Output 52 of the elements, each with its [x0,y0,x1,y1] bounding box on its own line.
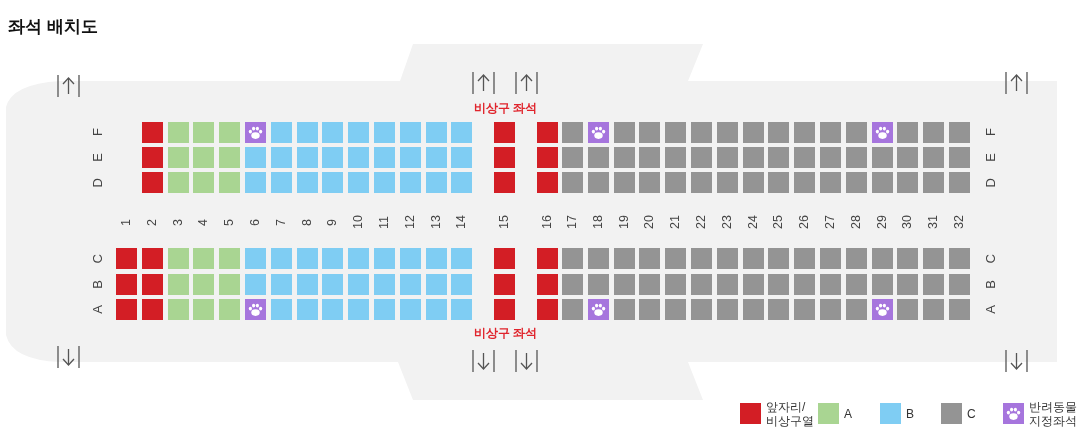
row-number: 4 [197,218,210,226]
row-number: 27 [824,215,837,229]
row-number: 28 [849,215,863,229]
row-number: 24 [746,215,760,229]
row-number: 8 [300,218,314,226]
row-number: 5 [223,218,236,226]
row-number: 2 [145,218,159,226]
row-number: 6 [249,218,262,226]
exit-row-label: 비상구 좌석 [473,326,537,341]
seat-letter: A [90,304,104,314]
row-number: 20 [643,215,656,229]
row-number: 9 [326,218,339,226]
row-number: 26 [798,215,811,229]
row-number: 31 [927,215,940,229]
row-number: 15 [498,215,511,229]
seat-letter: B [90,279,104,289]
row-number: 16 [541,215,554,229]
row-number: 1 [120,218,133,226]
row-number: 3 [171,218,185,226]
row-number: 12 [403,215,417,229]
row-number: 23 [720,215,734,229]
row-number: 21 [669,215,682,229]
seat-letter: C [90,253,104,263]
row-number: 17 [566,215,579,229]
seat-letter: E [90,152,104,162]
legend-label: A [844,406,852,421]
seat-letter: F [90,128,104,136]
seat-letter: C [983,253,997,263]
row-number: 18 [591,215,605,229]
seat-letter: B [983,279,997,289]
row-number: 14 [455,215,468,229]
title: 좌석 배치도 [8,16,98,38]
row-number: 22 [695,215,708,229]
row-number: 11 [378,215,391,229]
seat-letter: D [983,177,997,187]
row-number: 19 [617,215,631,229]
exit-row-label: 비상구 좌석 [473,101,537,116]
row-number: 25 [772,215,785,229]
legend-label: 앞자리/ 비상구열 [766,399,815,428]
row-number: 10 [352,215,365,229]
seat-letter: A [983,304,997,314]
row-number: 13 [429,215,443,229]
row-number: 32 [953,215,966,229]
row-number: 29 [875,215,889,229]
row-number: 7 [274,218,288,226]
legend-label: 반려동물 지정좌석 [1029,399,1078,428]
legend-label: C [967,406,976,421]
row-number: 30 [901,215,914,229]
legend-label: B [906,406,914,421]
seat-letter: F [983,128,997,136]
seat-letter: D [90,177,104,187]
seat-letter: E [983,152,997,162]
